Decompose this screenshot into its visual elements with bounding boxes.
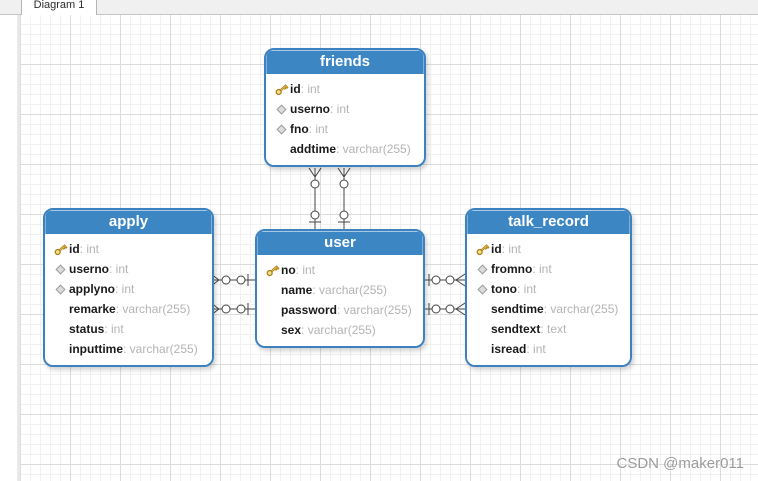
field-type: : int	[295, 263, 316, 277]
field-name: no	[281, 263, 296, 277]
field-row[interactable]: sendtime: varchar(255)	[467, 299, 630, 319]
tab-label: Diagram 1	[33, 0, 85, 11]
field-name: id	[69, 242, 80, 256]
field-type: : varchar(255)	[115, 302, 191, 316]
field-name: fromno	[491, 262, 533, 276]
field-row[interactable]: tono: int	[467, 279, 630, 299]
field-type: : int	[517, 282, 537, 296]
watermark-text: CSDN @maker011	[616, 455, 745, 472]
field-name: status	[69, 322, 105, 336]
field-row[interactable]: id: int	[45, 239, 212, 259]
left-gutter-divider	[17, 14, 20, 481]
field-type: : int	[115, 282, 135, 296]
field-type: : varchar(255)	[543, 302, 619, 316]
field-row[interactable]: fromno: int	[467, 259, 630, 279]
field-type: : varchar(255)	[312, 283, 388, 297]
table-header-friends[interactable]: friends	[266, 50, 424, 76]
field-name: tono	[491, 282, 517, 296]
field-name: sex	[281, 323, 302, 337]
field-name: id	[491, 242, 502, 256]
relationship-connector-apply-user-2[interactable]	[210, 302, 255, 316]
left-gutter	[0, 14, 17, 481]
foreign-key-icon	[51, 283, 69, 295]
primary-key-icon	[263, 263, 281, 278]
field-name: sendtext	[491, 322, 541, 336]
field-row[interactable]: name: varchar(255)	[257, 280, 423, 300]
relationship-connector-friends-user-1[interactable]	[308, 167, 322, 229]
field-name: id	[290, 82, 301, 96]
field-type: : int	[79, 242, 100, 256]
table-header-user[interactable]: user	[257, 231, 423, 257]
field-name: userno	[290, 102, 331, 116]
field-row[interactable]: status: int	[45, 319, 212, 339]
field-row[interactable]: inputtime: varchar(255)	[45, 339, 212, 359]
field-row[interactable]: sendtext: text	[467, 319, 630, 339]
primary-key-icon	[272, 82, 290, 97]
diagram-tab-bar	[0, 0, 758, 15]
field-type: : int	[109, 262, 129, 276]
field-type: : int	[532, 262, 552, 276]
field-row[interactable]: fno: int	[266, 119, 424, 139]
field-type: : int	[526, 342, 546, 356]
field-type: : varchar(255)	[301, 323, 376, 337]
field-type: : int	[300, 82, 321, 96]
field-row[interactable]: sex: varchar(255)	[257, 320, 423, 340]
field-name: userno	[69, 262, 110, 276]
field-type: : int	[501, 242, 522, 256]
field-row[interactable]: password: varchar(255)	[257, 300, 423, 320]
foreign-key-icon	[473, 263, 491, 275]
foreign-key-icon	[473, 283, 491, 295]
relationship-connector-apply-user-1[interactable]	[210, 273, 255, 287]
field-name: sendtime	[491, 302, 544, 316]
field-row[interactable]: id: int	[467, 239, 630, 259]
field-name: isread	[491, 342, 527, 356]
primary-key-icon	[473, 242, 491, 257]
field-row[interactable]: no: int	[257, 260, 423, 280]
field-name: applyno	[69, 282, 116, 296]
field-row[interactable]: addtime: varchar(255)	[266, 139, 424, 159]
field-row[interactable]: id: int	[266, 79, 424, 99]
relationship-connector-friends-user-2[interactable]	[337, 167, 351, 229]
field-type: : int	[308, 122, 328, 136]
field-type: : int	[330, 102, 350, 116]
field-name: addtime	[290, 142, 337, 156]
field-name: name	[281, 283, 313, 297]
field-type: : text	[540, 322, 567, 336]
field-row[interactable]: applyno: int	[45, 279, 212, 299]
field-type: : varchar(255)	[337, 303, 412, 317]
field-name: inputtime	[69, 342, 123, 356]
foreign-key-icon	[51, 263, 69, 275]
relationship-connector-talkrecord-user-1[interactable]	[422, 273, 466, 287]
tab-diagram-1[interactable]: Diagram 1	[21, 0, 97, 15]
field-type: : varchar(255)	[123, 342, 198, 356]
table-header-talk-record[interactable]: talk_record	[467, 210, 630, 236]
primary-key-icon	[51, 242, 69, 257]
field-type: : int	[104, 322, 124, 336]
field-row[interactable]: userno: int	[266, 99, 424, 119]
field-row[interactable]: remarke: varchar(255)	[45, 299, 212, 319]
relationship-connector-talkrecord-user-2[interactable]	[422, 302, 466, 316]
field-type: : varchar(255)	[336, 142, 411, 156]
field-name: password	[281, 303, 338, 317]
table-header-apply[interactable]: apply	[45, 210, 212, 236]
field-row[interactable]: userno: int	[45, 259, 212, 279]
field-name: remarke	[69, 302, 116, 316]
field-name: fno	[290, 122, 309, 136]
foreign-key-icon	[272, 123, 290, 135]
field-row[interactable]: isread: int	[467, 339, 630, 359]
foreign-key-icon	[272, 103, 290, 115]
